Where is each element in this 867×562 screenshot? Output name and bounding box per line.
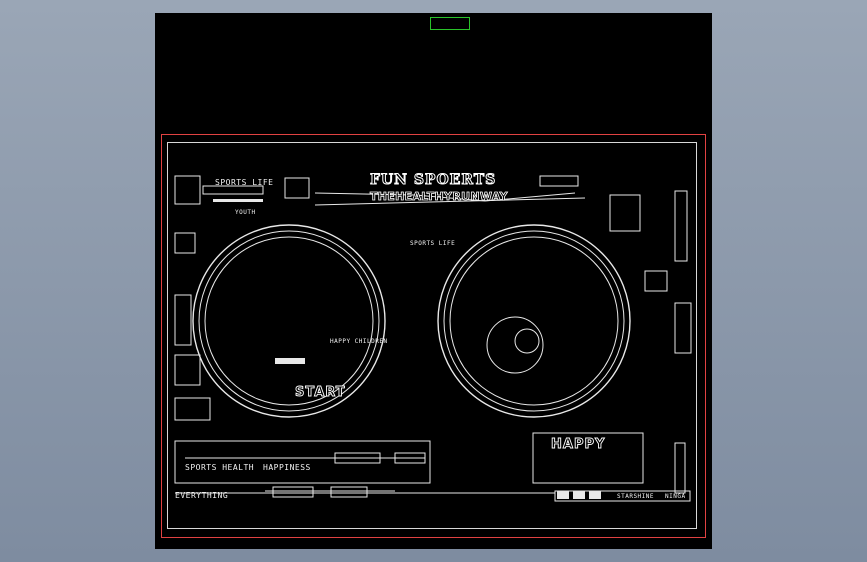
track-circle-right xyxy=(437,224,631,418)
label-youth: YOUTH xyxy=(235,209,256,216)
grid-block-right xyxy=(609,194,641,232)
label-ninga: NINGA xyxy=(665,493,686,500)
label-start: START xyxy=(295,385,346,401)
label-sports-health: SPORTS HEALTH xyxy=(185,463,255,472)
viewport-tag xyxy=(430,17,470,30)
cad-viewport[interactable]: FUN SPOERTS THEHEALTHYRUNWAY SPORTS LIFE… xyxy=(155,13,712,549)
bottom-panel-happy xyxy=(532,432,644,484)
label-happy-children: HAPPY CHILDREN xyxy=(330,338,388,345)
drawing-frame-inner xyxy=(167,142,697,529)
bottom-panel-left xyxy=(174,440,431,484)
label-happy-panel: HAPPY xyxy=(551,437,606,453)
grid-block xyxy=(284,177,310,199)
track-circle-left xyxy=(192,224,386,418)
cad-drawing xyxy=(174,175,692,502)
header-block-left xyxy=(174,175,201,205)
label-sports-life-top: SPORTS LIFE xyxy=(215,178,274,187)
label-everything: EVERYTHING xyxy=(175,491,229,500)
drawing-frame-outer xyxy=(161,134,706,538)
label-sports-life-mid: SPORTS LIFE xyxy=(410,240,456,247)
label-happiness: HAPPINESS xyxy=(263,463,311,472)
drawing-title: FUN SPOERTS xyxy=(369,172,497,189)
label-starshine: STARSHINE xyxy=(617,493,655,500)
drawing-subtitle: THEHEALTHYRUNWAY xyxy=(370,190,508,204)
